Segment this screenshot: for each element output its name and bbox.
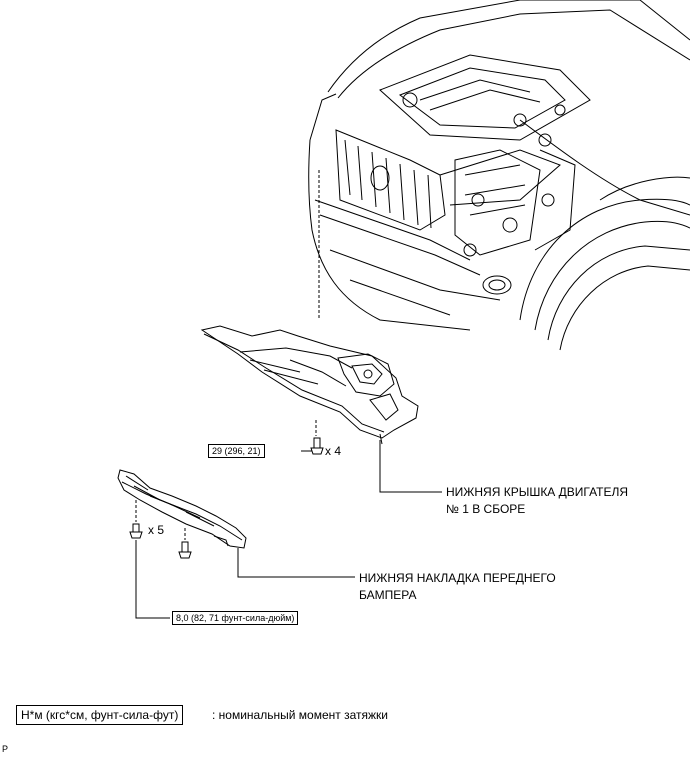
- bolt-bumper-lower: [178, 541, 192, 559]
- bolts: [129, 437, 324, 559]
- bumper-cover-label-line1: НИЖНЯЯ НАКЛАДКА ПЕРЕДНЕГО: [359, 571, 556, 585]
- bolt-bumper-upper: [129, 523, 143, 539]
- bumper-lower-cover-illustration: [117, 469, 247, 549]
- legend-unit-box: Н*м (кгс*см, фунт-сила-фут): [16, 705, 184, 725]
- bumper-torque-box: 8,0 (82, 71 фунт-сила-дюйм): [172, 611, 299, 625]
- engine-cover-quantity: x 4: [325, 444, 342, 458]
- figure-code: P: [2, 744, 9, 754]
- bumper-cover-label-line2: БАМПЕРА: [359, 588, 417, 602]
- bumper-quantity: x 5: [148, 523, 165, 537]
- bolt-engine-cover: [310, 437, 324, 455]
- engine-cover-torque-box: 29 (296, 21): [208, 444, 265, 458]
- vehicle-front-illustration: [308, 0, 690, 351]
- engine-cover-label-line2: № 1 В СБОРЕ: [446, 502, 526, 516]
- engine-cover-label-line1: НИЖНЯЯ КРЫШКА ДВИГАТЕЛЯ: [446, 485, 629, 499]
- engine-under-cover-illustration: [200, 325, 419, 445]
- legend-description: : номинальный момент затяжки: [212, 708, 388, 722]
- leader-lines: [135, 420, 442, 619]
